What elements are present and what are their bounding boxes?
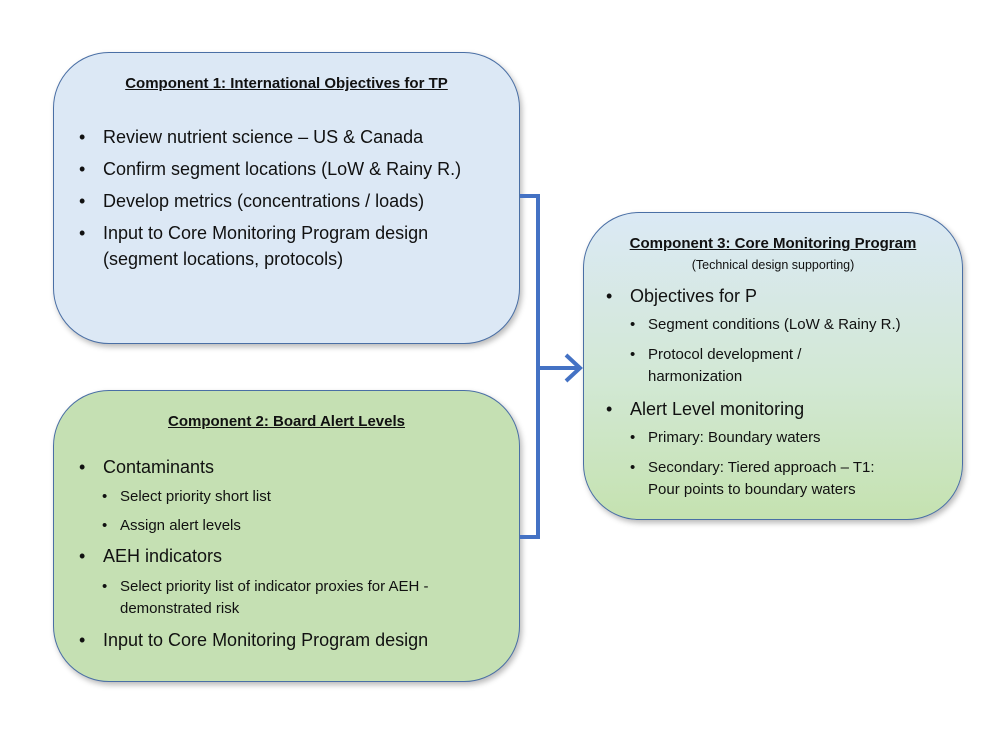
list-item: • Develop metrics (concentrations / load… xyxy=(79,188,425,214)
component-3-box: Component 3: Core Monitoring Program (Te… xyxy=(583,212,963,520)
list-item: • Segment conditions (LoW & Rainy R.) xyxy=(630,314,901,336)
list-item: • AEH indicators xyxy=(79,543,223,569)
list-item: • Review nutrient science – US & Canada xyxy=(79,124,424,150)
component-3-subtitle: (Technical design supporting) xyxy=(691,258,855,272)
list-item-text-continued: Pour points to boundary waters xyxy=(648,481,856,498)
bullet-icon: • xyxy=(630,346,636,363)
bullet-icon: • xyxy=(79,223,86,243)
bullet-icon: • xyxy=(606,286,613,306)
component-3-title: Component 3: Core Monitoring Program xyxy=(629,235,917,252)
bullet-icon: • xyxy=(79,457,86,477)
component-2-title: Component 2: Board Alert Levels xyxy=(168,413,405,430)
bullet-icon: • xyxy=(102,578,108,595)
list-item-text: AEH indicators xyxy=(103,546,223,566)
list-item: • Input to Core Monitoring Program desig… xyxy=(79,220,429,272)
list-item-text: Protocol development / xyxy=(648,346,802,363)
list-item-text: Select priority list of indicator proxie… xyxy=(120,578,429,595)
list-item: • Primary: Boundary waters xyxy=(630,427,821,449)
list-item-text: Select priority short list xyxy=(120,488,271,505)
list-item-text: Develop metrics (concentrations / loads) xyxy=(103,191,425,211)
bracket-line xyxy=(520,194,540,539)
list-item-text: Confirm segment locations (LoW & Rainy R… xyxy=(103,159,462,179)
bullet-icon: • xyxy=(79,191,86,211)
component-1-box: Component 1: International Objectives fo… xyxy=(53,52,520,344)
list-item-text-continued: (segment locations, protocols) xyxy=(103,249,344,269)
list-item: • Contaminants xyxy=(79,454,215,480)
list-item: • Alert Level monitoring xyxy=(606,396,805,422)
bullet-icon: • xyxy=(79,630,86,650)
list-item-text: Assign alert levels xyxy=(120,517,241,534)
list-item-text: Secondary: Tiered approach – T1: xyxy=(648,459,875,476)
list-item: • Objectives for P xyxy=(606,283,758,309)
list-item: • Assign alert levels xyxy=(102,515,241,537)
bullet-icon: • xyxy=(79,127,86,147)
bullet-icon: • xyxy=(79,159,86,179)
bullet-icon: • xyxy=(606,399,613,419)
list-item: • Confirm segment locations (LoW & Rainy… xyxy=(79,156,462,182)
bullet-icon: • xyxy=(102,488,108,505)
list-item-text: Review nutrient science – US & Canada xyxy=(103,127,424,147)
arrow-head-icon xyxy=(564,353,583,383)
component-2-box: Component 2: Board Alert Levels • Contam… xyxy=(53,390,520,682)
list-item-text: Input to Core Monitoring Program design xyxy=(103,223,429,243)
list-item: • Protocol development / harmonization xyxy=(630,344,802,388)
list-item-text-continued: demonstrated risk xyxy=(120,600,240,617)
list-item-text: Alert Level monitoring xyxy=(630,399,805,419)
list-item-text: Input to Core Monitoring Program design xyxy=(103,630,429,650)
list-item-text: Primary: Boundary waters xyxy=(648,429,821,446)
bullet-icon: • xyxy=(102,517,108,534)
list-item-text-continued: harmonization xyxy=(648,368,743,385)
bullet-icon: • xyxy=(630,429,636,446)
component-1-title: Component 1: International Objectives fo… xyxy=(125,75,448,92)
bullet-icon: • xyxy=(79,546,86,566)
list-item-text: Objectives for P xyxy=(630,286,758,306)
list-item: • Select priority short list xyxy=(102,486,271,508)
list-item-text: Contaminants xyxy=(103,457,215,477)
bullet-icon: • xyxy=(630,459,636,476)
bullet-icon: • xyxy=(630,316,636,333)
list-item: • Secondary: Tiered approach – T1: Pour … xyxy=(630,457,875,501)
list-item-text: Segment conditions (LoW & Rainy R.) xyxy=(648,316,901,333)
list-item: • Select priority list of indicator prox… xyxy=(102,576,429,620)
list-item: • Input to Core Monitoring Program desig… xyxy=(79,627,429,653)
